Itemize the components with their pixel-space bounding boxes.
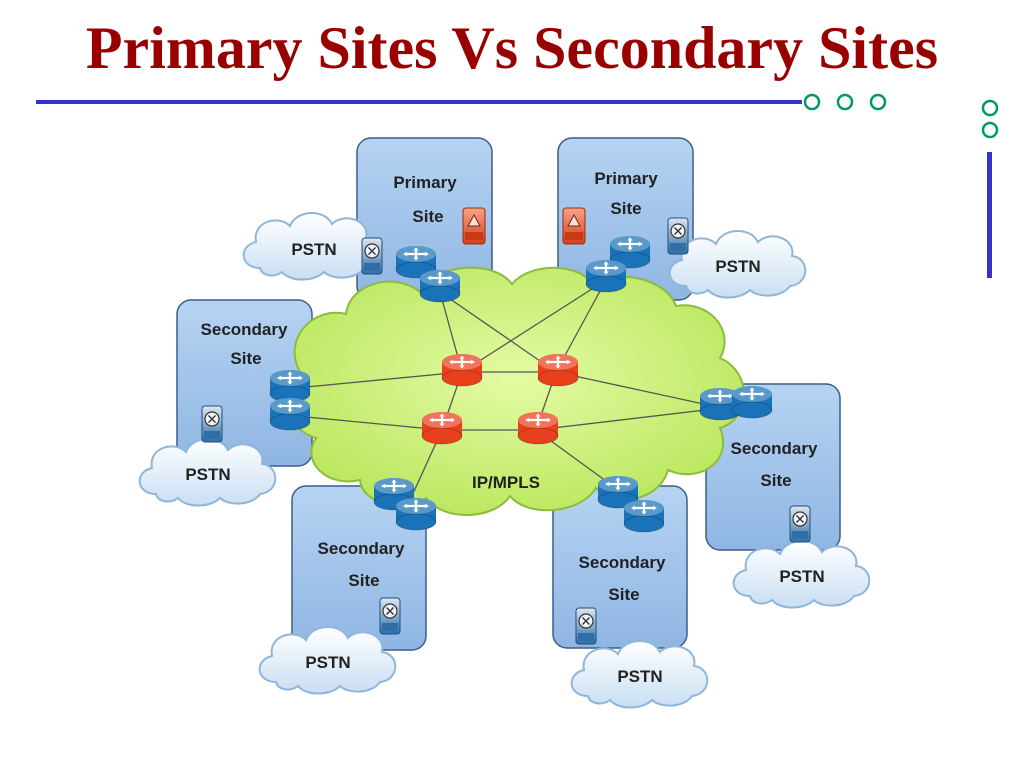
svg-text:Site: Site — [412, 207, 443, 226]
pstn-cloud-secondary-left: PSTN — [138, 437, 277, 507]
svg-text:Site: Site — [348, 571, 379, 590]
media-gateway-icon — [361, 237, 383, 275]
secondary-site-bottom-right: Secondary Site — [552, 485, 688, 649]
router-icon — [394, 496, 438, 532]
svg-text:Primary: Primary — [393, 173, 457, 192]
core-router-icon — [536, 352, 580, 388]
decor-bullet — [803, 93, 821, 111]
primary-site-left: Primary Site — [356, 137, 493, 301]
svg-text:Site: Site — [610, 199, 641, 218]
svg-text:PSTN: PSTN — [715, 257, 760, 276]
media-gateway-icon — [667, 217, 689, 255]
svg-text:Secondary: Secondary — [579, 553, 666, 572]
svg-text:Secondary: Secondary — [201, 320, 288, 339]
primary-site-right: Primary Site — [557, 137, 694, 301]
title-underline — [36, 100, 802, 104]
media-gateway-icon — [201, 405, 223, 443]
svg-text:Primary: Primary — [594, 169, 658, 188]
router-icon — [730, 384, 774, 420]
media-gateway-icon — [379, 597, 401, 635]
decor-bullet — [981, 99, 999, 117]
svg-text:Secondary: Secondary — [318, 539, 405, 558]
router-icon — [622, 498, 666, 534]
pstn-cloud-secondary-bottom-left: PSTN — [258, 625, 397, 695]
decor-bullet — [981, 121, 999, 139]
router-icon — [418, 268, 462, 304]
router-icon — [584, 258, 628, 294]
router-icon — [268, 368, 312, 404]
msc-server-icon — [462, 207, 486, 245]
router-icon — [268, 396, 312, 432]
pstn-cloud-primary-left: PSTN — [242, 211, 381, 281]
msc-server-icon — [562, 207, 586, 245]
svg-text:PSTN: PSTN — [185, 465, 230, 484]
core-router-icon — [420, 410, 464, 446]
slide-title: Primary Sites Vs Secondary Sites — [85, 15, 939, 81]
ip-mpls-label: IP/MPLS — [472, 473, 540, 492]
pstn-cloud-primary-right: PSTN — [668, 229, 807, 299]
svg-text:Site: Site — [230, 349, 261, 368]
core-router-icon — [516, 410, 560, 446]
svg-text:PSTN: PSTN — [617, 667, 662, 686]
svg-text:PSTN: PSTN — [779, 567, 824, 586]
core-router-icon — [440, 352, 484, 388]
media-gateway-icon — [575, 607, 597, 645]
pstn-cloud-secondary-bottom-right: PSTN — [570, 639, 709, 709]
pstn-cloud-secondary-right: PSTN — [732, 539, 871, 609]
svg-text:PSTN: PSTN — [305, 653, 350, 672]
svg-text:Secondary: Secondary — [731, 439, 818, 458]
svg-text:Site: Site — [760, 471, 791, 490]
decor-bullet — [869, 93, 887, 111]
svg-text:PSTN: PSTN — [291, 240, 336, 259]
decor-bullet — [836, 93, 854, 111]
media-gateway-icon — [789, 505, 811, 543]
svg-text:Site: Site — [608, 585, 639, 604]
side-rule — [987, 152, 992, 278]
